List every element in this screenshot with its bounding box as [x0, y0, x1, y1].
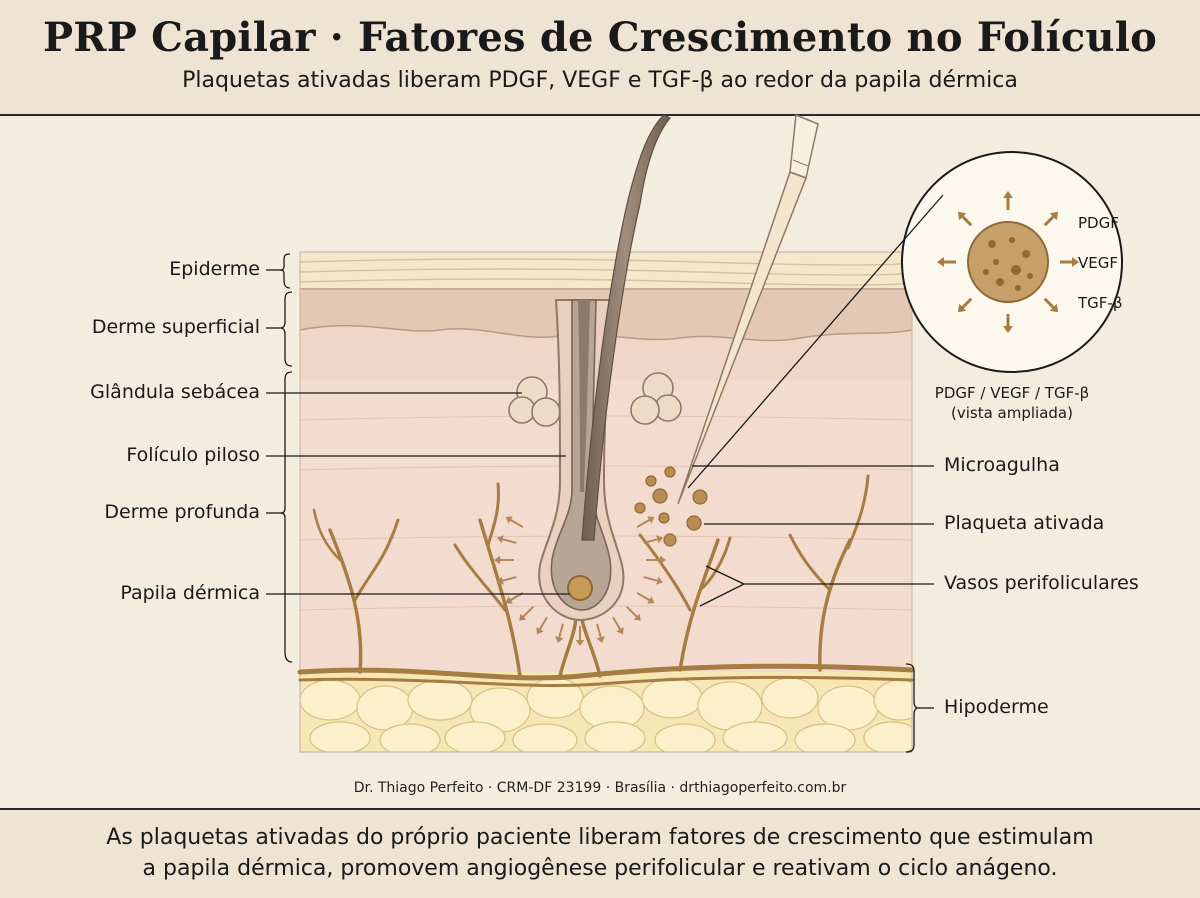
growth-arrow-7 [539, 616, 548, 630]
growth-arrow-17-head [647, 516, 655, 524]
growth-arrow-14-head [656, 576, 664, 585]
growth-arrow-6 [522, 605, 535, 618]
inset-connector [687, 194, 944, 489]
growth-arrow-10 [596, 623, 602, 638]
growth-arrow-13-head [647, 596, 655, 604]
growth-arrow-5-head [505, 596, 513, 604]
header: PRP Capilar · Fatores de Crescimento no … [0, 0, 1200, 116]
footer: As plaquetas ativadas do próprio pacient… [0, 808, 1200, 898]
inset-arrow-0 [961, 215, 973, 227]
sebaceous-gland [508, 372, 682, 427]
inset-arrow-7-head [1049, 303, 1059, 313]
epidermis-layer [300, 252, 912, 290]
growth-arrow-15-head [660, 555, 666, 565]
growth-arrow-1-head [496, 535, 504, 544]
inset-arrow-5 [961, 297, 973, 309]
growth-arrow-6-head [519, 613, 527, 621]
growth-arrow-8 [558, 623, 564, 638]
growth-arrow-16 [643, 538, 658, 544]
inset-arrow-2-head [1049, 211, 1059, 221]
inset-arrow-2 [1043, 215, 1055, 227]
growth-arrow-3-head [496, 576, 504, 585]
footer-caption: As plaquetas ativadas do próprio pacient… [0, 822, 1200, 884]
page-subtitle: Plaquetas ativadas liberam PDGF, VEGF e … [182, 68, 1018, 93]
inset-caption-line2: (vista ampliada) [951, 404, 1073, 422]
label-foliculo-piloso: Folículo piloso [126, 444, 260, 466]
label-microagulha: Microagulha [944, 454, 1060, 476]
growth-arrow-2-head [494, 555, 500, 565]
inset-arrow-0-head [957, 211, 967, 221]
growth-arrow-7-head [536, 627, 544, 635]
footer-caption-line1: As plaquetas ativadas do próprio pacient… [106, 825, 1094, 850]
growth-arrow-12-head [633, 613, 641, 621]
dermal-papilla [567, 575, 593, 601]
inset-factor-vegf: VEGF [1078, 254, 1118, 272]
growth-arrow-11 [612, 616, 621, 630]
label-derme-superficial: Derme superficial [91, 316, 260, 338]
label-hipoderme: Hipoderme [944, 696, 1049, 718]
growth-arrow-8-head [555, 636, 564, 644]
growth-arrow-13 [636, 592, 650, 601]
inset-arrow-5-head [957, 303, 967, 313]
label-plaqueta-ativada: Plaqueta ativada [944, 512, 1105, 534]
growth-arrow-11-head [616, 627, 624, 635]
activated-platelets [634, 466, 708, 547]
growth-arrow-0-head [505, 516, 513, 524]
inset-arrow-1-head [1003, 191, 1013, 198]
growth-arrow-1 [502, 538, 517, 544]
inset-arrow-7 [1043, 297, 1055, 309]
page-title: PRP Capilar · Fatores de Crescimento no … [42, 14, 1158, 61]
growth-arrow-9-head [575, 640, 585, 646]
label-glandula-sebacea: Glândula sebácea [90, 381, 260, 403]
label-papila-dermica: Papila dérmica [120, 582, 260, 604]
growth-arrow-16-head [656, 535, 664, 544]
platelet-magnified [967, 221, 1049, 303]
inset-arrow-4-head [1072, 257, 1079, 267]
label-derme-profunda: Derme profunda [104, 501, 260, 523]
inset-arrow-6-head [1003, 326, 1013, 333]
fat-lobules [300, 677, 912, 752]
leader-lines [266, 253, 934, 753]
inset-factor-tgf: TGF-β [1078, 294, 1123, 312]
inset-release-arrows [937, 191, 1079, 333]
inset-caption-line1: PDGF / VEGF / TGF-β [934, 384, 1090, 402]
label-epiderme: Epiderme [169, 258, 260, 280]
growth-arrow-17 [636, 519, 650, 528]
growth-arrow-12 [625, 605, 638, 618]
footer-caption-line2: a papila dérmica, promovem angiogênese p… [142, 856, 1058, 881]
inset-arrow-3-head [937, 257, 944, 267]
growth-arrow-10-head [596, 636, 605, 644]
inset-factor-pdgf: PDGF [1078, 214, 1119, 232]
microneedle [677, 113, 819, 505]
hair-shaft [581, 114, 671, 541]
growth-arrow-0 [510, 519, 524, 528]
growth-arrow-14 [643, 576, 658, 582]
label-vasos-perifoliculares: Vasos perifoliculares [944, 572, 1139, 594]
growth-arrow-3 [502, 576, 517, 582]
credit-line: Dr. Thiago Perfeito · CRM-DF 23199 · Bra… [353, 780, 847, 796]
